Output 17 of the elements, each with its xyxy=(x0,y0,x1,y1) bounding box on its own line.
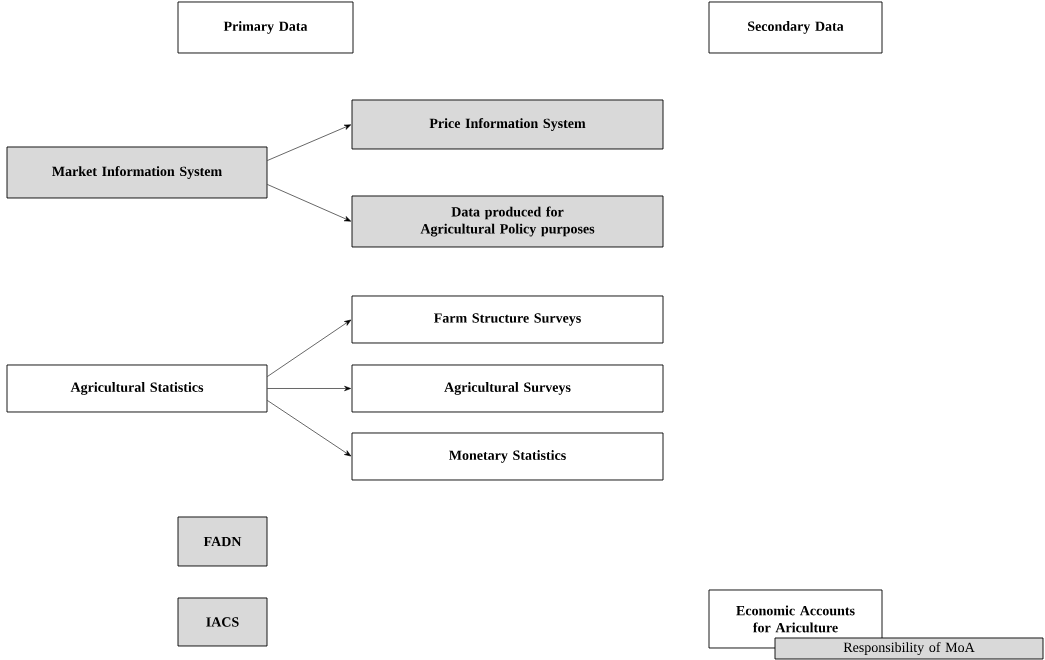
text-box: Farm Structure Surveys xyxy=(351,295,664,344)
arrow xyxy=(267,400,352,457)
shaded-box: FADN xyxy=(177,516,268,567)
arrow xyxy=(267,319,352,377)
shaded-box: Market Information System xyxy=(6,146,268,199)
shaded-box: Data produced for Agricultural Policy purposes xyxy=(351,195,664,248)
shaded-box: Responsibility of MoA xyxy=(774,637,1044,660)
text-box: Secondary Data xyxy=(708,1,883,54)
text-box: Agricultural Surveys xyxy=(351,364,664,413)
shaded-box: IACS xyxy=(177,597,268,647)
text-box: Primary Data xyxy=(177,1,354,54)
shaded-box: Price Information System xyxy=(351,99,664,150)
arrow xyxy=(267,124,352,161)
text-box: Agricultural Statistics xyxy=(6,364,268,413)
text-box: Monetary Statistics xyxy=(351,432,664,481)
arrow xyxy=(267,385,351,392)
arrow xyxy=(267,184,352,222)
